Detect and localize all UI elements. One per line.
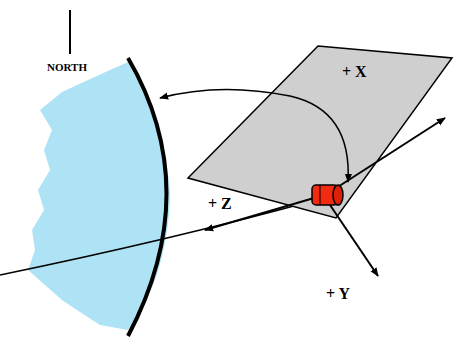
direction-label: NORTH [47,62,87,73]
axis-label: + Y [326,286,350,302]
axis-label: + X [342,64,367,80]
earth-limb [128,58,167,336]
rotation-arrow [160,89,348,182]
north-pointer [69,10,71,54]
y-axis-arrow [330,205,378,276]
solar-panel-plane [188,46,452,218]
axis-label: + Z [208,196,232,212]
spacecraft-body [312,185,343,205]
